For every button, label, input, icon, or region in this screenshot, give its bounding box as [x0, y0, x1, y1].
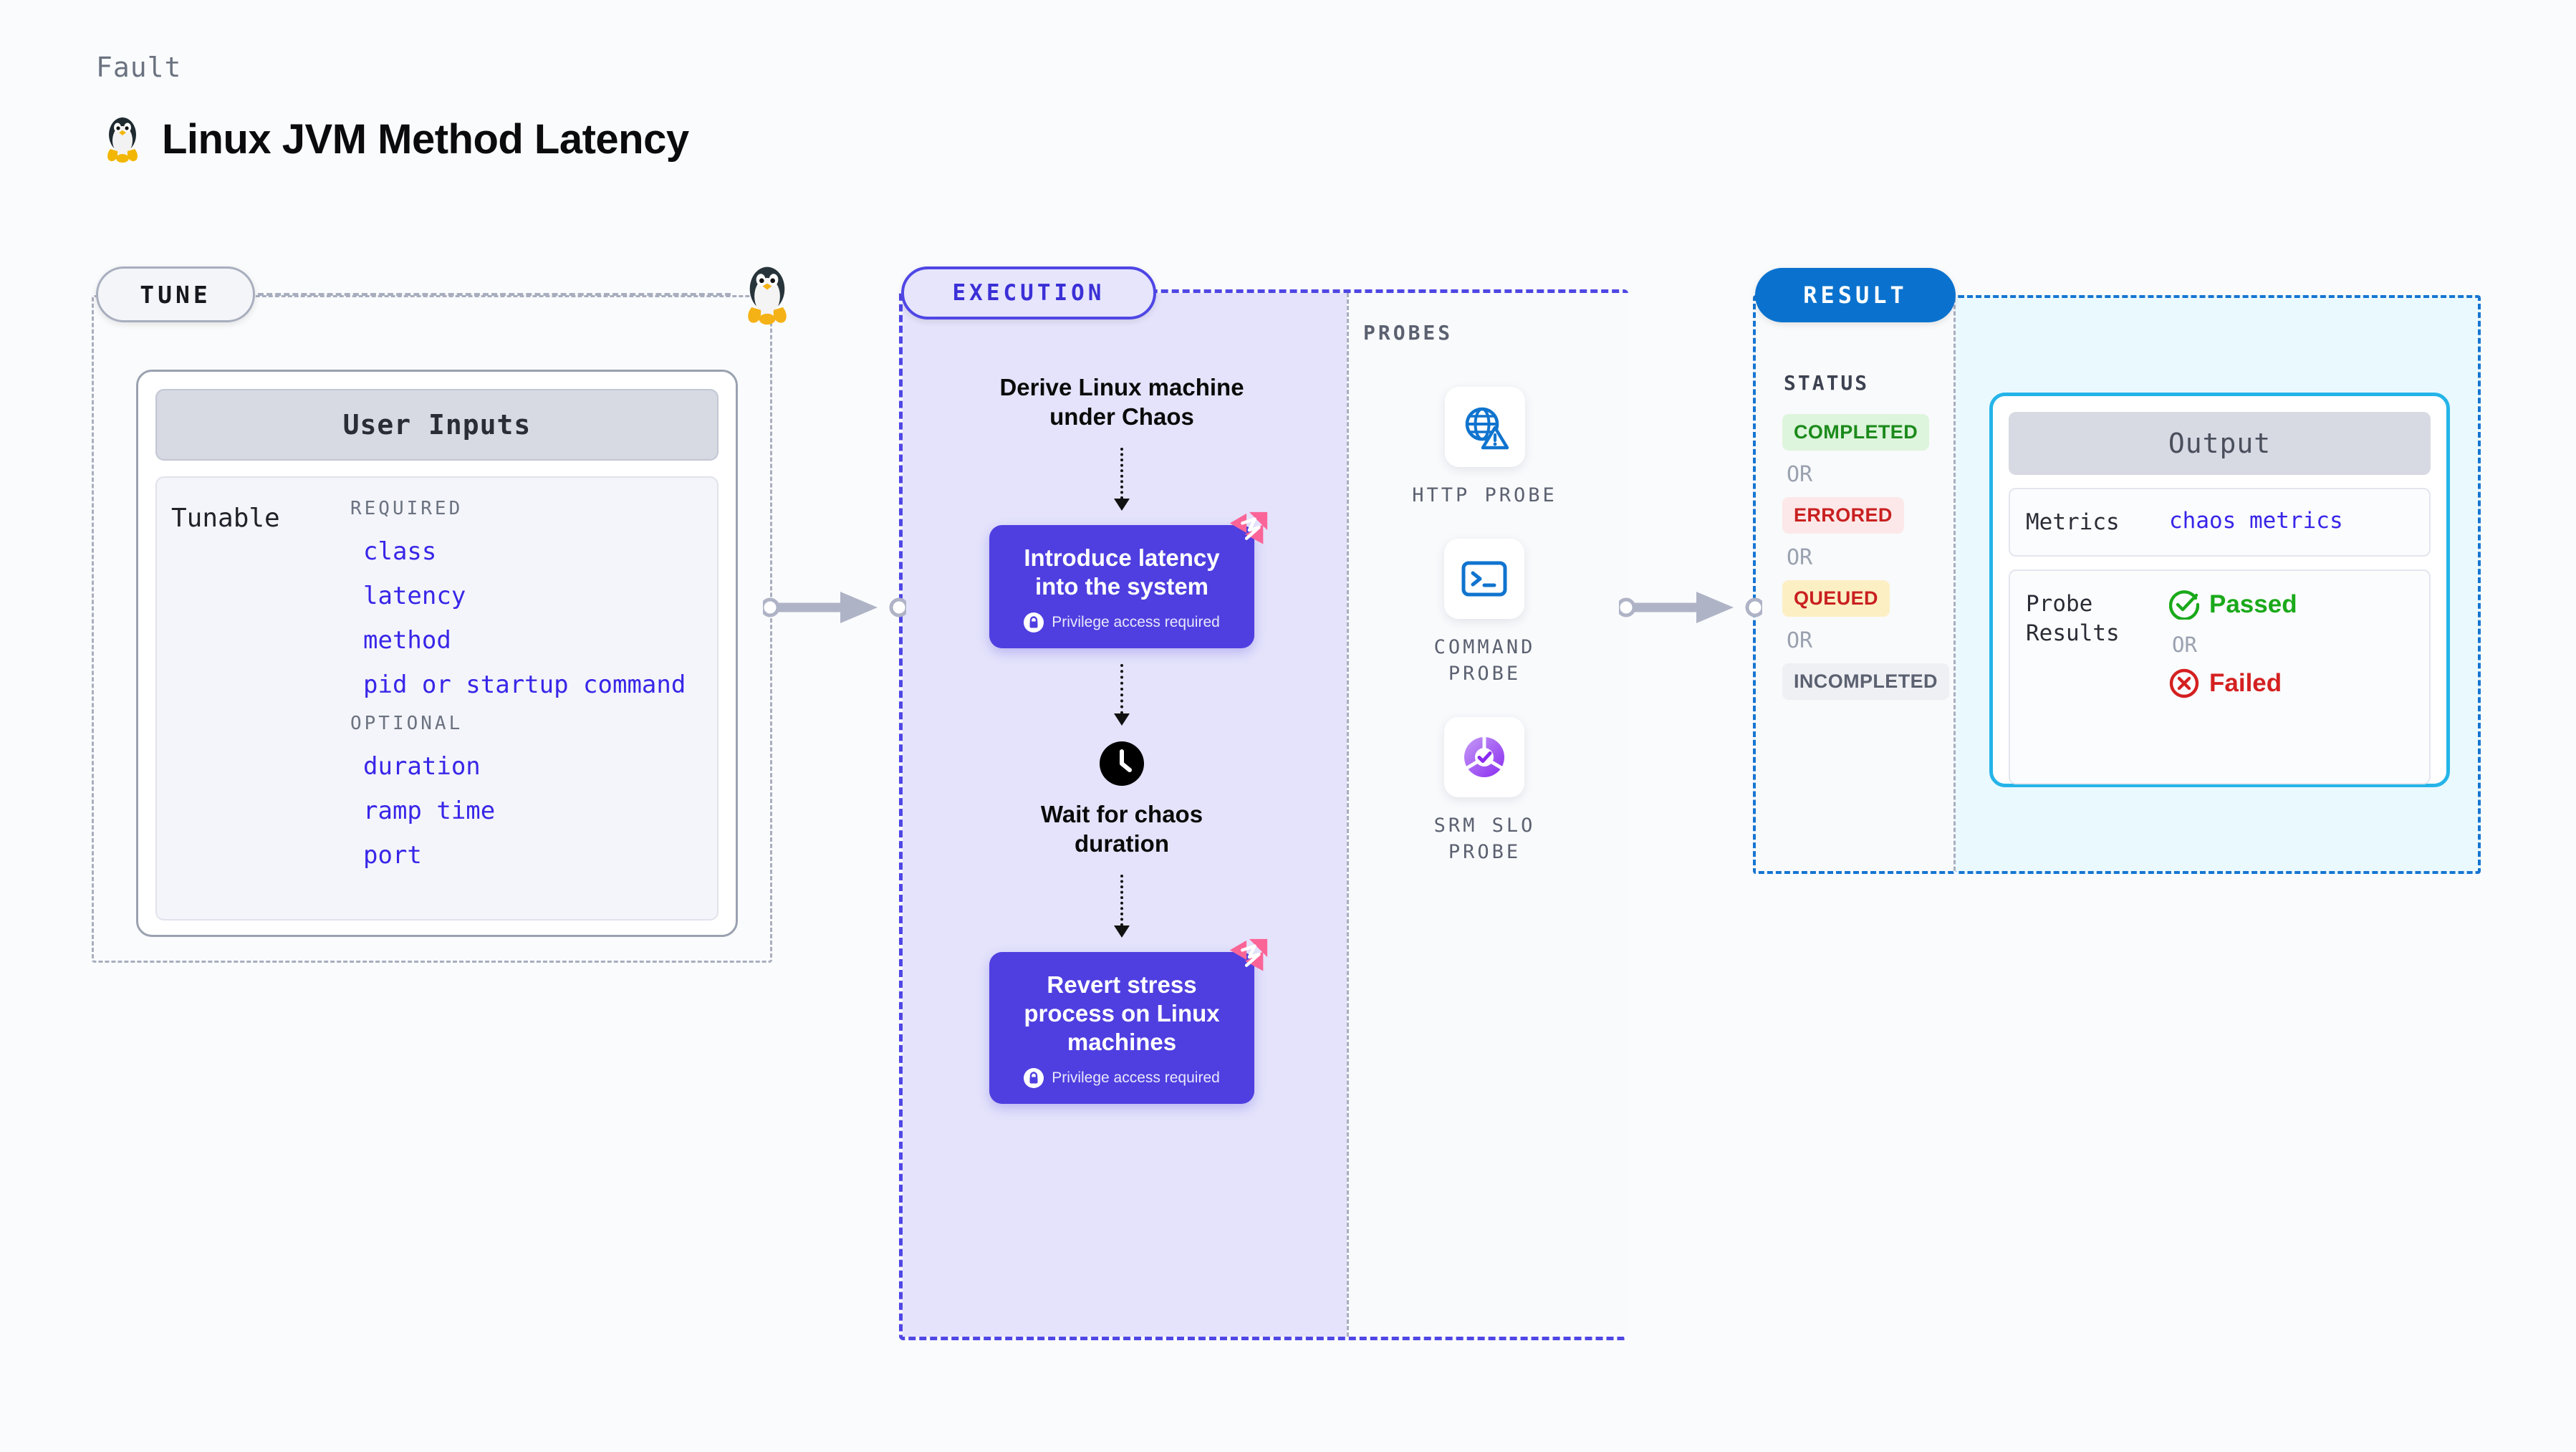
page-title-row: Linux JVM Method Latency	[100, 113, 689, 165]
tune-panel	[92, 295, 772, 963]
probes-list: HTTP PROBE COMMAND PROBE	[1344, 387, 1625, 865]
tune-stage-pill[interactable]: TUNE	[96, 266, 255, 322]
arrow-execution-to-result	[1619, 592, 1762, 623]
tunable-box: Tunable REQUIRED class latency method pi…	[155, 476, 719, 920]
linux-penguin-icon	[107, 117, 138, 163]
x-circle-icon	[2169, 669, 2199, 698]
probe-caption-command: COMMAND PROBE	[1433, 636, 1536, 685]
page-title: Linux JVM Method Latency	[162, 115, 689, 163]
execution-step-wait-duration: Wait for chaos duration	[1040, 801, 1203, 857]
status-badge-incompleted: INCOMPLETED	[1782, 663, 1949, 700]
terminal-icon	[1461, 561, 1507, 597]
lock-icon	[1024, 612, 1044, 633]
flow-arrow-1	[1114, 447, 1130, 511]
probes-section-label: PROBES	[1363, 321, 1453, 345]
execution-step-4-title: Revert stress process on Linux machines	[1024, 971, 1220, 1056]
status-badge-completed: COMPLETED	[1782, 414, 1930, 451]
status-badge-stack: COMPLETED OR ERRORED OR QUEUED OR INCOMP…	[1782, 414, 1949, 700]
tunable-item-port[interactable]: port	[363, 841, 422, 870]
status-badge-queued: QUEUED	[1782, 580, 1890, 617]
user-inputs-card: User Inputs Tunable REQUIRED class laten…	[136, 370, 738, 937]
output-card: Output Metrics chaos metrics Probe Resul…	[1989, 393, 2450, 787]
status-or-1: OR	[1787, 462, 1813, 487]
lock-icon	[1024, 1068, 1044, 1089]
probe-result-failed-text: Failed	[2209, 669, 2282, 698]
status-badge-errored: ERRORED	[1782, 497, 1904, 534]
tunable-item-class[interactable]: class	[363, 537, 437, 566]
execution-step-introduce-latency[interactable]: Introduce latency into the system Privil…	[989, 511, 1268, 648]
output-probe-results-row: Probe Results Passed OR Failed	[2009, 569, 2431, 785]
probe-tile-http[interactable]	[1444, 387, 1525, 467]
probe-tile-command[interactable]	[1444, 539, 1525, 620]
privilege-note-2: Privilege access required	[1002, 612, 1241, 633]
probe-item-http[interactable]: HTTP PROBE	[1412, 387, 1557, 509]
output-metrics-label: Metrics	[2026, 509, 2120, 535]
status-section-label: STATUS	[1784, 371, 1870, 395]
tunable-item-ramp-time[interactable]: ramp time	[363, 797, 496, 825]
tune-dashed-connector	[258, 293, 731, 296]
optional-heading: OPTIONAL	[350, 713, 463, 734]
output-card-header: Output	[2009, 412, 2431, 475]
result-stage-pill[interactable]: RESULT	[1755, 268, 1956, 322]
probe-tile-srm-slo[interactable]	[1444, 717, 1525, 798]
tunable-item-method[interactable]: method	[363, 626, 451, 655]
execution-stage-pill[interactable]: EXECUTION	[901, 266, 1156, 319]
privilege-note-4-text: Privilege access required	[1052, 1069, 1220, 1087]
arrow-tune-to-execution	[763, 592, 906, 623]
slo-donut-check-icon	[1464, 737, 1505, 778]
probe-caption-srm-slo: SRM SLO PROBE	[1433, 814, 1536, 863]
privilege-note-4: Privilege access required	[1002, 1068, 1241, 1089]
tunable-item-pid-or-startup-command[interactable]: pid or startup command	[363, 670, 686, 699]
probe-results-values: Passed OR Failed	[2169, 590, 2297, 698]
output-probe-results-label: Probe Results	[2026, 591, 2120, 646]
linux-penguin-icon	[748, 266, 787, 325]
harness-logo-icon	[1229, 938, 1268, 971]
required-heading: REQUIRED	[350, 498, 463, 519]
tunable-item-latency[interactable]: latency	[363, 582, 466, 610]
clock-icon-wrap	[1100, 741, 1144, 789]
check-circle-icon	[2169, 590, 2199, 620]
status-or-2: OR	[1787, 545, 1813, 570]
execution-step-revert-stress[interactable]: Revert stress process on Linux machines …	[989, 938, 1268, 1105]
user-inputs-header: User Inputs	[155, 389, 719, 461]
probe-result-failed: Failed	[2169, 668, 2297, 698]
output-metrics-row: Metrics chaos metrics	[2009, 488, 2431, 557]
probe-result-passed: Passed	[2169, 590, 2297, 620]
clock-icon	[1100, 741, 1144, 786]
tunable-label: Tunable	[171, 504, 280, 533]
probe-result-passed-text: Passed	[2209, 590, 2297, 619]
execution-background	[903, 293, 1347, 1337]
page-subtitle-fault: Fault	[96, 52, 182, 83]
execution-step-derive-machine: Derive Linux machine under Chaos	[999, 374, 1244, 431]
probe-result-or: OR	[2172, 633, 2197, 658]
execution-flow: Derive Linux machine under Chaos Introdu…	[900, 372, 1344, 1105]
privilege-note-2-text: Privilege access required	[1052, 614, 1220, 630]
probe-item-srm-slo[interactable]: SRM SLO PROBE	[1434, 717, 1536, 865]
status-or-3: OR	[1787, 628, 1813, 653]
flow-arrow-3	[1114, 874, 1130, 938]
probe-item-command[interactable]: COMMAND PROBE	[1434, 539, 1536, 687]
execution-step-2-title: Introduce latency into the system	[1024, 544, 1220, 600]
flow-arrow-2	[1114, 664, 1130, 726]
globe-warning-icon	[1465, 407, 1509, 450]
output-metrics-value[interactable]: chaos metrics	[2169, 508, 2343, 534]
harness-logo-icon	[1229, 511, 1268, 544]
probe-caption-http: HTTP PROBE	[1412, 484, 1557, 506]
tunable-item-duration[interactable]: duration	[363, 752, 481, 781]
